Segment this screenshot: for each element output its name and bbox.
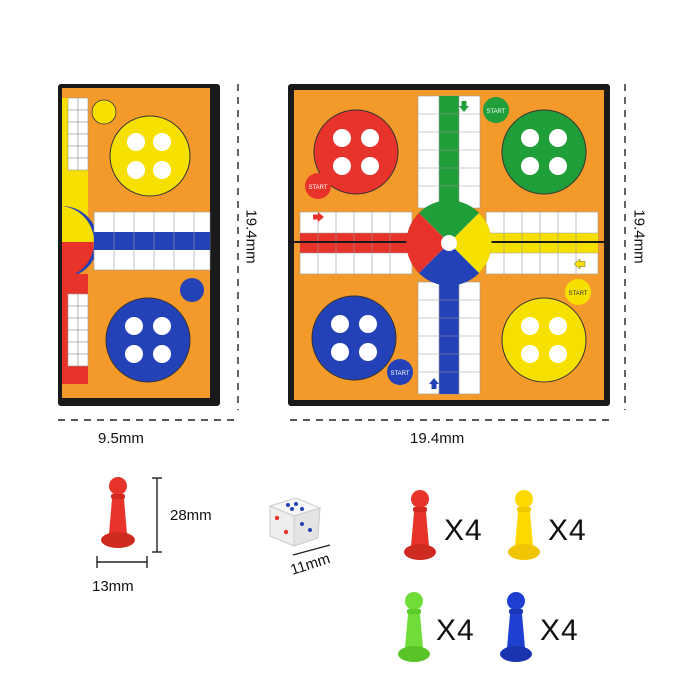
blue-start-badge: START — [387, 359, 413, 385]
red-arrow-icon — [313, 212, 324, 222]
red-pawn — [404, 490, 436, 560]
yellow-home-circle — [501, 297, 587, 383]
vertical-track — [417, 95, 481, 395]
svg-text:START: START — [390, 371, 409, 377]
green-pawn-count: X4 — [436, 614, 475, 647]
full-board-width-label: 19.4mm — [410, 430, 465, 447]
center-hub — [406, 200, 492, 286]
green-arrow-icon — [459, 101, 469, 112]
full-board: START START START START — [288, 84, 610, 406]
green-start-badge: START — [483, 97, 509, 123]
green-pawn — [398, 592, 430, 662]
blue-start-badge — [180, 278, 204, 302]
blue-home-circle — [105, 297, 191, 383]
red-home-circle — [313, 109, 399, 195]
red-pawn-measured — [101, 477, 135, 548]
blue-track — [93, 211, 211, 271]
yellow-arrow-icon — [573, 258, 586, 270]
dice — [268, 497, 322, 547]
folded-board — [58, 84, 220, 406]
blue-pawn-count: X4 — [540, 614, 579, 647]
blue-pawn — [500, 592, 532, 662]
yellow-home-circle — [109, 115, 191, 197]
svg-text:START: START — [486, 109, 505, 115]
dice-size-label: 11mm — [288, 550, 333, 579]
pawn-width-label: 13mm — [92, 578, 134, 595]
svg-text:START: START — [308, 185, 327, 191]
red-pawn-count: X4 — [444, 514, 483, 547]
yellow-start-badge — [91, 99, 117, 125]
blue-home-circle — [311, 295, 397, 381]
red-start-badge: START — [305, 173, 331, 199]
half-board-width-label: 9.5mm — [98, 430, 144, 447]
yellow-pawn-count: X4 — [548, 514, 587, 547]
full-board-height-label: 19.4mm — [630, 209, 648, 264]
green-home-circle — [501, 109, 587, 195]
half-board-height-label: 19.4mm — [242, 209, 260, 264]
pawn-height-label: 28mm — [170, 507, 212, 524]
svg-text:START: START — [568, 291, 587, 297]
red-track — [62, 274, 89, 384]
yellow-pawn — [508, 490, 540, 560]
blue-arrow-icon — [429, 378, 439, 389]
yellow-start-badge: START — [565, 279, 591, 305]
yellow-track — [62, 97, 89, 218]
